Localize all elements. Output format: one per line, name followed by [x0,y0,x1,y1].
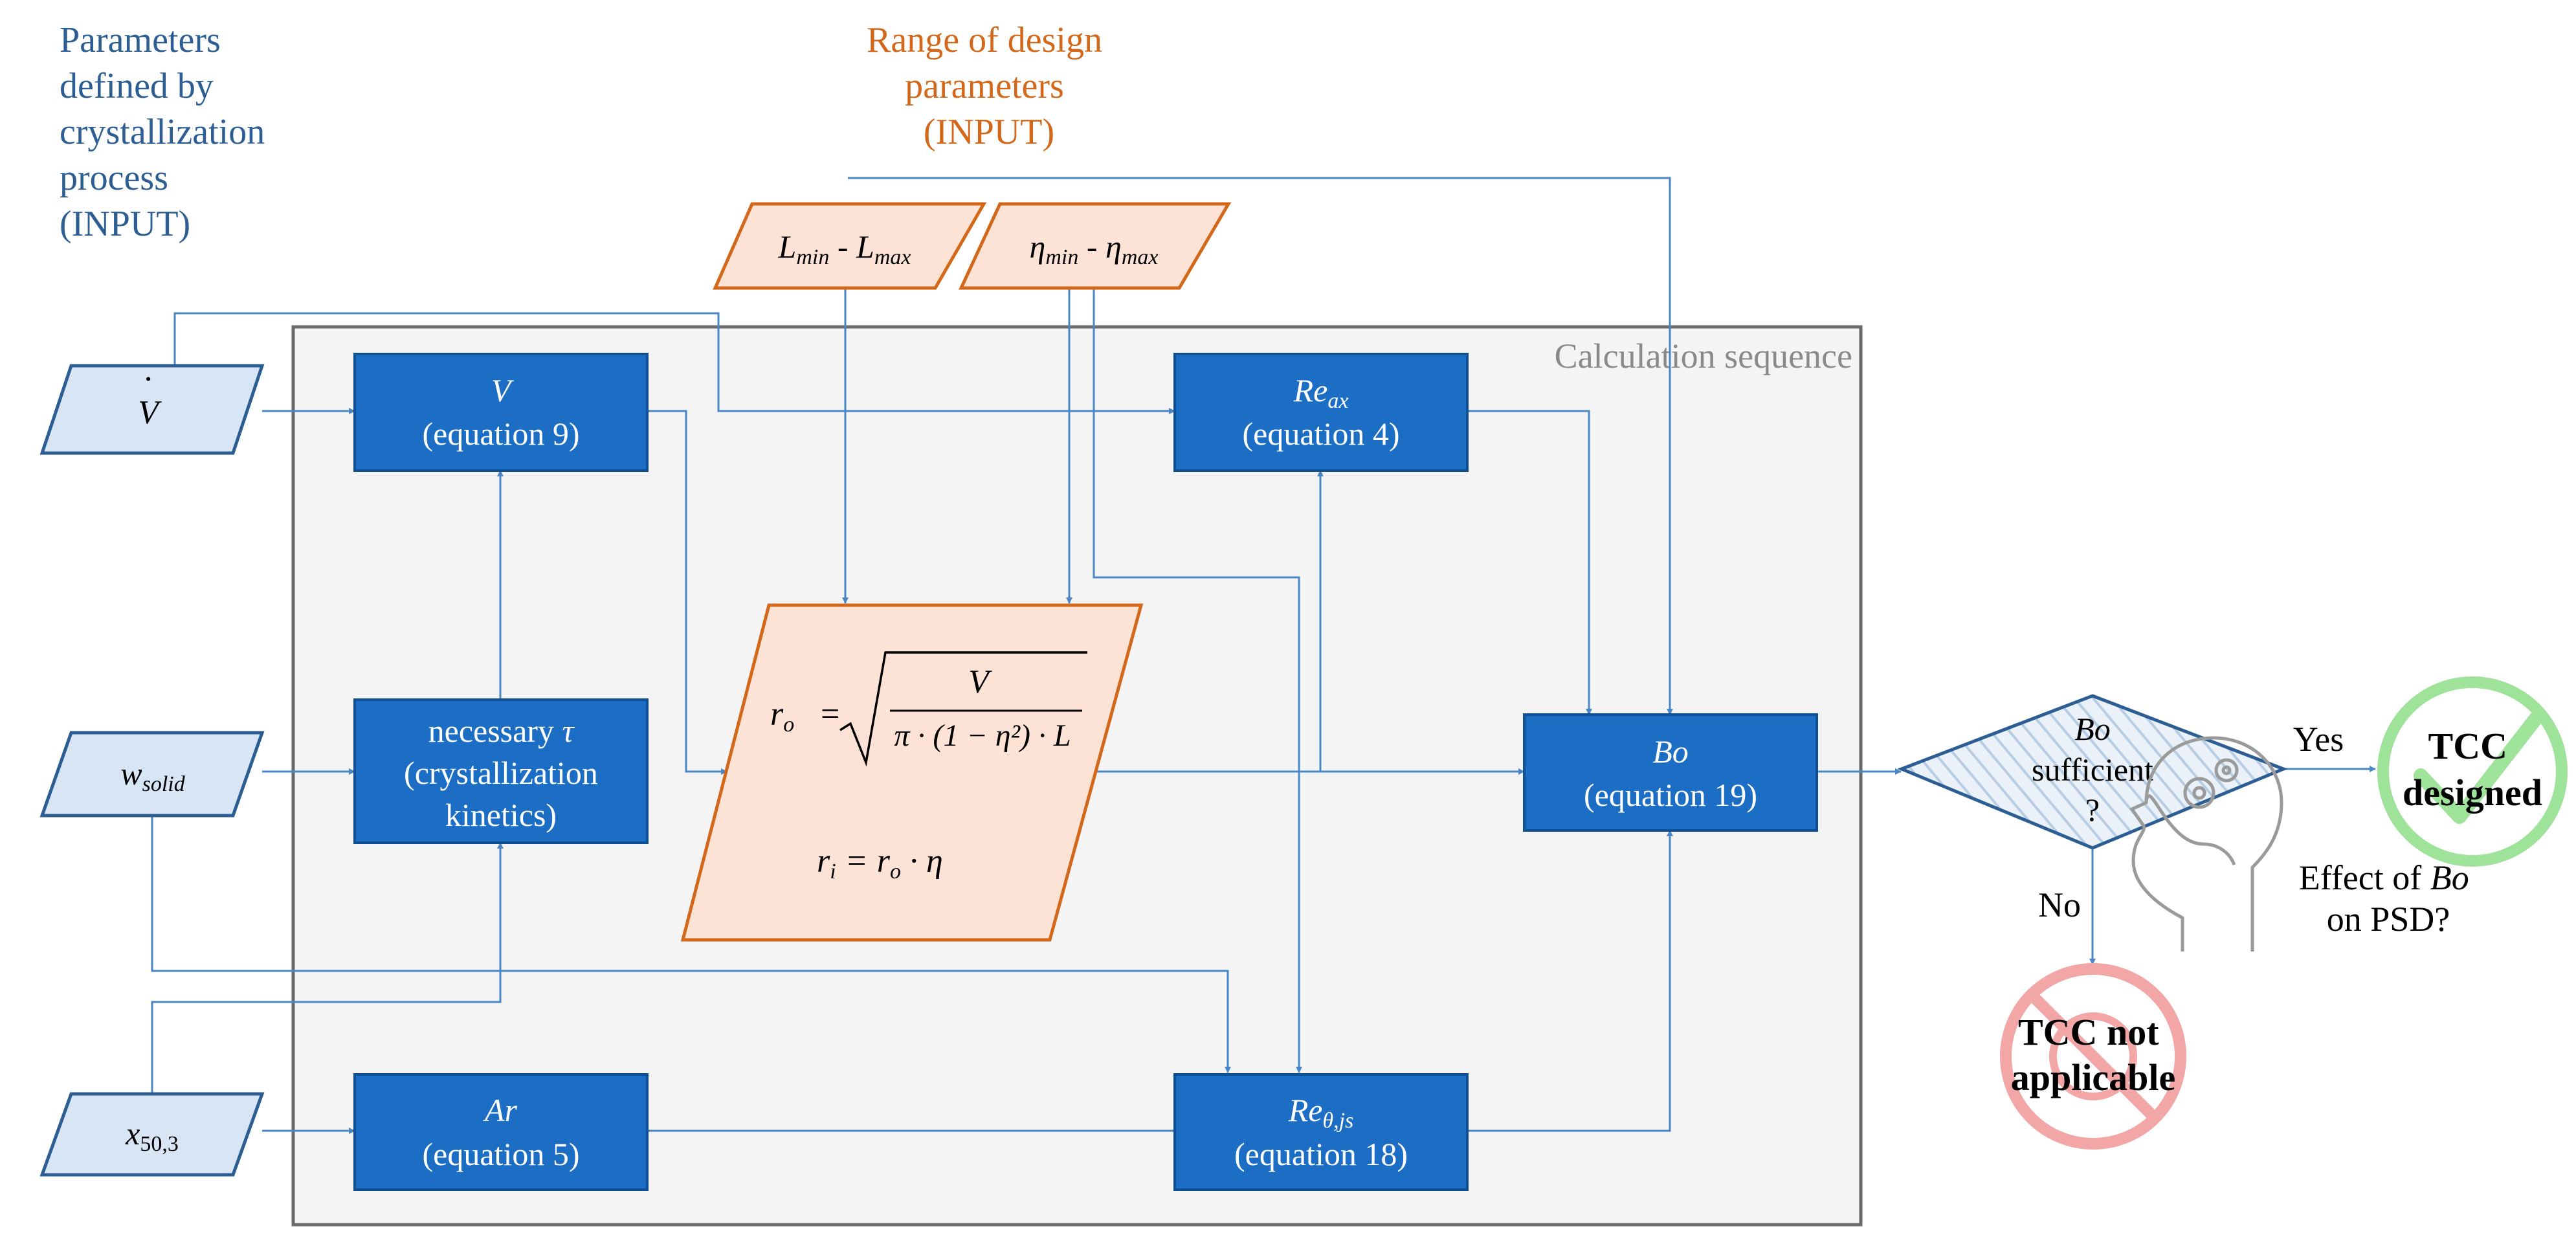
svg-text:wsolid: wsolid [120,755,185,796]
box-Ar-symbol: Ar [483,1092,518,1128]
eta-min-sub: min [1045,245,1078,269]
tau-label: necessary [428,713,562,749]
checkmark-icon [2414,711,2543,824]
ro-sub: o [783,713,794,737]
x-base: x [125,1115,140,1151]
vdot-dot: ˙ [142,368,154,410]
tau-symbol: τ [562,713,575,749]
effect-line2: on PSD? [2327,900,2450,939]
box-Bo: Bo (equation 19) [1523,713,1818,832]
box-V-equation: (equation 9) [423,416,580,452]
box-Bo-equation: (equation 19) [1584,777,1757,813]
L-min-sub: min [796,245,829,269]
checkmark-circle-icon [2377,676,2568,867]
svg-text:Reax: Reax [1293,372,1349,413]
designed-line2: designed [2403,772,2542,814]
tau-line2: (crystallization [404,755,598,791]
range-title: Range of design parameters (INPUT) [867,20,1111,152]
svg-text:Reθ,js: Reθ,js [1288,1092,1354,1133]
effect-line1-a: Effect of [2299,858,2430,897]
ri-rhs-sub: o [890,860,901,884]
box-tau: necessary τ (crystallization kinetics) [353,698,649,844]
outcome-designed: TCC designed [2377,676,2568,867]
eta-max-sub: max [1122,245,1159,269]
svg-text:TCC not applicable: TCC not applicable [2011,1011,2176,1098]
box-Bo-symbol: Bo [1652,733,1689,770]
svg-text:x50,3: x50,3 [125,1115,179,1156]
box-V-symbol: V [491,372,515,408]
designed-line1: TCC [2428,725,2507,767]
L-min-base: L [778,228,797,265]
formula-equals: = [821,696,839,733]
ri-sub: i [830,860,836,884]
ri-rhs-r: r [877,843,891,880]
re-theta-base: Re [1288,1092,1323,1128]
formula-numerator: V [968,663,992,700]
ro-label: r [770,696,784,733]
effect-line1-b: Bo [2430,858,2469,897]
box-Re-theta-equation: (equation 18) [1234,1136,1408,1172]
L-max-sub: max [874,245,911,269]
ri-label: r [817,843,830,880]
svg-text:ri=ro · η: ri=ro · η [817,843,943,884]
box-V: V (equation 9) [353,353,649,472]
svg-text:ro: ro [770,696,794,737]
yes-label: Yes [2293,720,2344,759]
parameters-title: Parameters defined by crystallization pr… [60,20,274,244]
ri-equals: = [845,843,868,880]
connectors [151,177,2376,1134]
eta-max-base: η [1105,228,1122,265]
input-L-range: Lmin - Lmax [713,202,987,290]
decision-line3: ? [2085,792,2100,828]
input-x50: x50,3 [39,1092,265,1177]
L-max-base: L [856,228,874,265]
box-Ar: Ar (equation 5) [353,1073,649,1191]
box-Re-ax-equation: (equation 4) [1243,416,1400,452]
head-gears-icon [2129,736,2283,951]
outcome-not-applicable: TCC not applicable [2000,963,2186,1150]
box-Re-theta: Reθ,js (equation 18) [1173,1073,1469,1191]
re-ax-base: Re [1293,372,1328,408]
not-applicable-line1: TCC not [2018,1011,2159,1053]
decision-line2: sufficient [2032,751,2153,788]
eta-min-base: η [1030,228,1046,265]
box-Ar-equation: (equation 5) [423,1136,580,1172]
input-eta-range: ηmin - ηmax [959,202,1232,290]
input-vdot: ˙ V [39,364,265,455]
w-base: w [120,755,142,792]
not-applicable-line2: applicable [2011,1056,2176,1098]
tau-line3: kinetics) [445,797,557,833]
svg-text:TCC designed: TCC designed [2403,725,2542,814]
ri-rhs-rest: · η [901,843,943,880]
re-ax-sub: ax [1327,389,1348,413]
no-label: No [2038,885,2081,924]
svg-text:ηmin - ηmax: ηmin - ηmax [1030,228,1159,269]
decision-bo-sufficient: Bo sufficient ? [1897,694,2288,850]
x-sub: 50,3 [140,1132,179,1156]
formula-denominator: π · (1 − η²) · L [894,718,1071,753]
svg-text:necessary τ: necessary τ [428,713,575,749]
box-Re-ax: Reax (equation 4) [1173,353,1469,472]
sqrt-sign [839,651,1087,767]
geometry-formula: ro = V π · (1 − η²) · L ri=ro · η [680,603,1144,942]
svg-text:Effect of Bo on PSD?: Effect of Bo on PSD? [2299,858,2478,939]
L-sep: - [829,228,856,265]
w-sub: solid [142,772,186,796]
calculation-sequence-label: Calculation sequence [1555,337,1852,375]
re-theta-sub: θ,js [1322,1109,1353,1133]
vdot-symbol: V [138,394,162,431]
eta-sep: - [1078,228,1105,265]
svg-text:Lmin - Lmax: Lmin - Lmax [778,228,911,269]
decision-line1: Bo [2074,711,2111,747]
input-w-solid: wsolid [39,731,265,818]
